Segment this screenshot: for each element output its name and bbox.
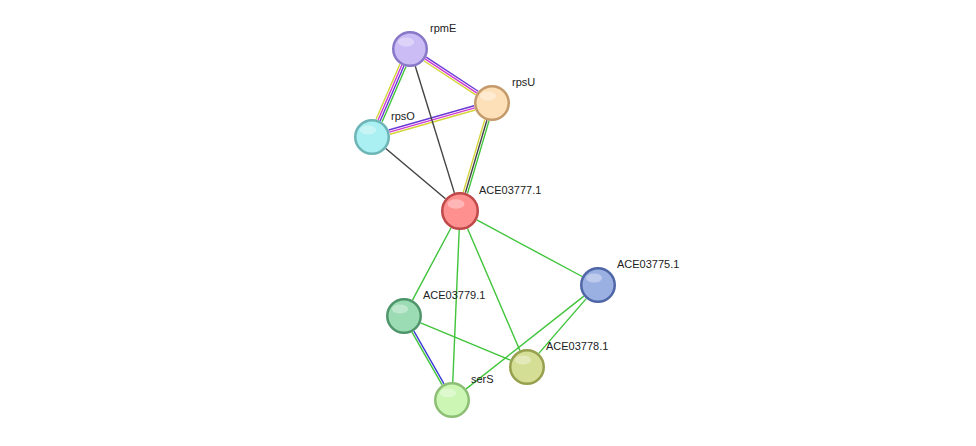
edge-strand [453,230,459,382]
node-circle [354,119,390,155]
node-fill [442,193,478,229]
interaction-edge [386,149,446,199]
protein-node: rpsU [474,85,510,121]
interaction-edge [424,57,478,95]
interaction-edge [453,230,459,382]
interaction-edge [415,66,454,193]
interaction-edge [421,323,511,360]
node-highlight [586,274,602,283]
interaction-edge [463,120,489,194]
node-fill [387,299,421,333]
node-circle [386,298,422,334]
edge-strand [477,220,582,277]
node-label: ACE03775.1 [617,258,679,271]
node-highlight [360,126,376,135]
node-circle [392,31,428,67]
edge-strand [415,66,454,193]
node-circle [474,85,510,121]
node-highlight [440,389,456,398]
node-circle [580,267,616,303]
node-label: rpsO [391,110,415,123]
node-label: ACE03777.1 [479,184,541,197]
protein-node: serS [434,382,470,418]
edge-strand [463,120,484,193]
node-label: rpsU [512,76,535,89]
protein-node: ACE03775.1 [580,267,616,303]
interaction-edge [477,220,582,277]
edge-strand [424,61,476,95]
node-fill [510,350,544,384]
edge-strand [414,331,444,384]
node-label: serS [471,373,494,386]
node-fill [581,268,615,302]
protein-node: rpsO [354,119,390,155]
node-fill [355,120,389,154]
node-circle [509,349,545,385]
node-highlight [398,38,414,47]
node-label: ACE03779.1 [423,289,485,302]
node-label: ACE03778.1 [546,340,608,353]
node-circle [434,382,470,418]
edge-strand [421,323,511,360]
node-label: rpmE [430,22,456,35]
edge-strand [386,149,446,199]
protein-node: ACE03778.1 [509,349,545,385]
node-highlight [480,92,496,101]
protein-node: rpmE [392,31,428,67]
node-fill [435,383,469,417]
node-fill [475,86,509,120]
edge-strand [426,57,478,91]
protein-node: ACE03779.1 [386,298,422,334]
edge-strand [412,332,442,385]
protein-node: ACE03777.1 [441,192,479,230]
interaction-edge [412,331,444,385]
node-highlight [515,356,531,365]
node-highlight [447,199,464,209]
node-highlight [392,305,408,314]
edge-strand [468,121,489,194]
node-circle [441,192,479,230]
node-fill [393,32,427,66]
edge-strand [425,59,477,93]
edge-strand [465,120,486,193]
